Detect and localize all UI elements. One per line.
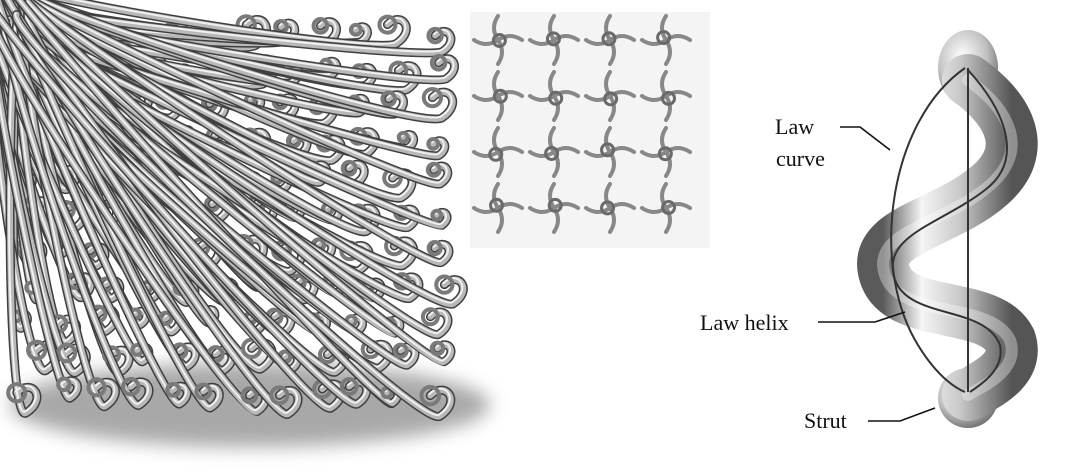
label-law-helix: Law helix bbox=[700, 310, 789, 335]
lattice-3d-panel bbox=[0, 0, 490, 447]
label-law-curve-line1: Law bbox=[775, 114, 814, 139]
lattice-3d-tubes bbox=[0, 0, 463, 417]
law-curve-leader bbox=[840, 127, 890, 150]
lattice-top-view-panel bbox=[470, 12, 710, 248]
strut-leader bbox=[868, 408, 935, 421]
label-law-curve-line2: curve bbox=[776, 146, 825, 171]
single-strut-panel: Law curve Law helix Strut bbox=[700, 30, 1012, 433]
label-strut: Strut bbox=[804, 408, 847, 433]
